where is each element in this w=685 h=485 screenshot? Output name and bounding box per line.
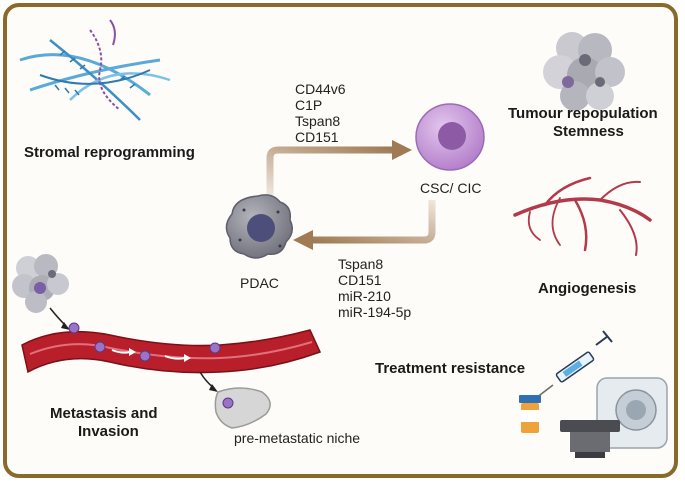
label-invasion: Invasion (78, 423, 139, 440)
liver-icon (214, 387, 271, 429)
marker-cd44v6: CD44v6 (295, 81, 346, 97)
arrow-to-csc (266, 140, 412, 195)
label-tumour-repopulation: Tumour repopulation (508, 105, 658, 122)
label-pdac: PDAC (240, 275, 279, 291)
marker-c1p: C1P (295, 97, 323, 113)
label-pre-metastatic-niche: pre-metastatic niche (234, 430, 361, 446)
metastasis-cluster-icon (12, 254, 70, 330)
label-metastasis: Metastasis and (50, 405, 158, 422)
pdac-cell-icon (225, 194, 293, 259)
to-pdac-marker-list: Tspan8 CD151 miR-210 miR-194-5p (338, 256, 411, 320)
to-csc-marker-list: CD44v6 C1P Tspan8 CD151 (295, 81, 346, 145)
pill-bottle-icon (519, 395, 541, 433)
stromal-fibers-icon (19, 19, 171, 121)
marker-tspan8-return: Tspan8 (338, 256, 384, 272)
label-treatment-resistance: Treatment resistance (375, 360, 526, 377)
syringe-icon (535, 330, 613, 399)
marker-cd151: CD151 (295, 129, 339, 145)
label-stemness: Stemness (553, 123, 624, 140)
arrow-to-pdac (293, 200, 436, 250)
marker-mir-194-5p: miR-194-5p (338, 304, 412, 320)
csc-cell-icon (415, 103, 485, 171)
blood-vessel-icon (21, 322, 322, 392)
marker-cd151-return: CD151 (338, 272, 382, 288)
label-stromal-reprogramming: Stromal reprogramming (24, 144, 195, 161)
label-csc-cic: CSC/ CIC (420, 180, 482, 196)
marker-tspan8: Tspan8 (295, 113, 341, 129)
label-angiogenesis: Angiogenesis (538, 280, 637, 297)
tumour-cluster-icon (543, 32, 625, 111)
radiotherapy-machine-icon (560, 377, 668, 458)
angiogenesis-vessels-icon (513, 176, 652, 256)
marker-mir-210: miR-210 (338, 288, 391, 304)
